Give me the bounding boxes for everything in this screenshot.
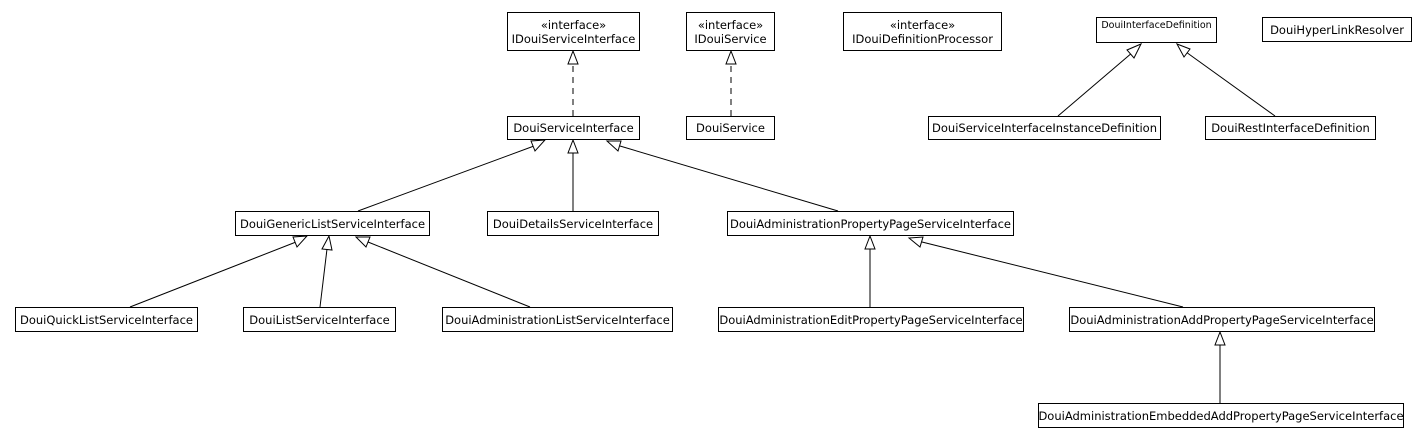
generalization-arrowhead [567,138,579,154]
class-doui-service-interface[interactable]: DouiServiceInterface [507,116,640,140]
generalization-arrowhead [530,139,547,152]
class-name: DouiDetailsServiceInterface [492,216,654,231]
class-name: DouiAdministrationEditPropertyPageServic… [719,312,1023,327]
class-name: DouiService [696,121,765,135]
class-name: DouiGenericListServiceInterface [239,216,426,231]
generalization-edge [367,241,531,308]
realization-arrowhead [567,49,579,65]
class-name: DouiServiceInterfaceInstanceDefinition [932,121,1157,135]
class-doui-interface-definition[interactable]: DouiInterfaceDefinition [1096,17,1217,43]
class-doui-service[interactable]: DouiService [686,116,775,140]
class-idoui-service[interactable]: «interface» IDouiService [686,12,775,51]
generalization-arrowhead [864,234,876,250]
class-name: DouiAdministrationListServiceInterface [445,312,670,327]
class-doui-administration-list-service-interface[interactable]: DouiAdministrationListServiceInterface [442,307,673,332]
generalization-edge [1185,51,1276,117]
generalization-edge [619,145,839,212]
class-name: IDouiServiceInterface [511,31,636,46]
class-name: DouiAdministrationPropertyPageServiceInt… [729,216,1011,231]
class-name: IDouiDefinitionProcessor [852,31,993,46]
class-name: IDouiService [694,31,767,46]
class-doui-administration-property-page-service-interface[interactable]: DouiAdministrationPropertyPageServiceInt… [727,211,1014,236]
class-doui-details-service-interface[interactable]: DouiDetailsServiceInterface [487,211,659,236]
generalization-arrowhead [1126,43,1143,59]
class-doui-administration-edit-property-page-service-interface[interactable]: DouiAdministrationEditPropertyPageServic… [718,307,1024,332]
class-doui-hyperlink-resolver[interactable]: DouiHyperLinkResolver [1262,17,1412,42]
class-name: DouiHyperLinkResolver [1270,22,1404,37]
class-doui-administration-add-property-page-service-interface[interactable]: DouiAdministrationAddPropertyPageService… [1069,307,1375,332]
class-idoui-service-interface[interactable]: «interface» IDouiServiceInterface [507,12,640,51]
stereotype-label: «interface» [697,17,764,32]
generalization-arrowhead [605,140,622,152]
generalization-edge [1057,51,1134,117]
generalization-arrowhead [321,234,333,251]
class-name: DouiListServiceInterface [249,312,390,327]
class-idoui-definition-processor[interactable]: «interface» IDouiDefinitionProcessor [843,12,1002,51]
generalization-edge [319,248,328,308]
class-name: DouiAdministrationAddPropertyPageService… [1070,312,1374,327]
generalization-arrowhead [354,236,371,248]
generalization-arrowhead [292,235,309,248]
class-name: DouiRestInterfaceDefinition [1211,121,1370,135]
generalization-arrowhead [1214,330,1226,346]
realization-arrowhead [725,49,737,65]
stereotype-label: «interface» [889,17,956,32]
generalization-edge [357,145,535,212]
class-doui-generic-list-service-interface[interactable]: DouiGenericListServiceInterface [235,211,430,236]
class-name: DouiServiceInterface [513,121,634,135]
class-name: DouiInterfaceDefinition [1101,20,1212,31]
class-doui-service-interface-instance-definition[interactable]: DouiServiceInterfaceInstanceDefinition [928,116,1161,140]
class-doui-administration-embedded-add-property-page-service-interface[interactable]: DouiAdministrationEmbeddedAddPropertyPag… [1038,403,1404,428]
generalization-edge [129,241,297,308]
class-name: DouiQuickListServiceInterface [20,312,193,327]
generalization-edge [921,241,1184,308]
class-name: DouiAdministrationEmbeddedAddPropertyPag… [1038,408,1404,423]
generalization-arrowhead [1175,43,1191,58]
generalization-arrowhead [907,236,924,248]
class-doui-rest-interface-definition[interactable]: DouiRestInterfaceDefinition [1205,116,1376,140]
class-doui-list-service-interface[interactable]: DouiListServiceInterface [243,307,396,332]
stereotype-label: «interface» [540,17,607,32]
class-doui-quick-list-service-interface[interactable]: DouiQuickListServiceInterface [15,307,198,332]
